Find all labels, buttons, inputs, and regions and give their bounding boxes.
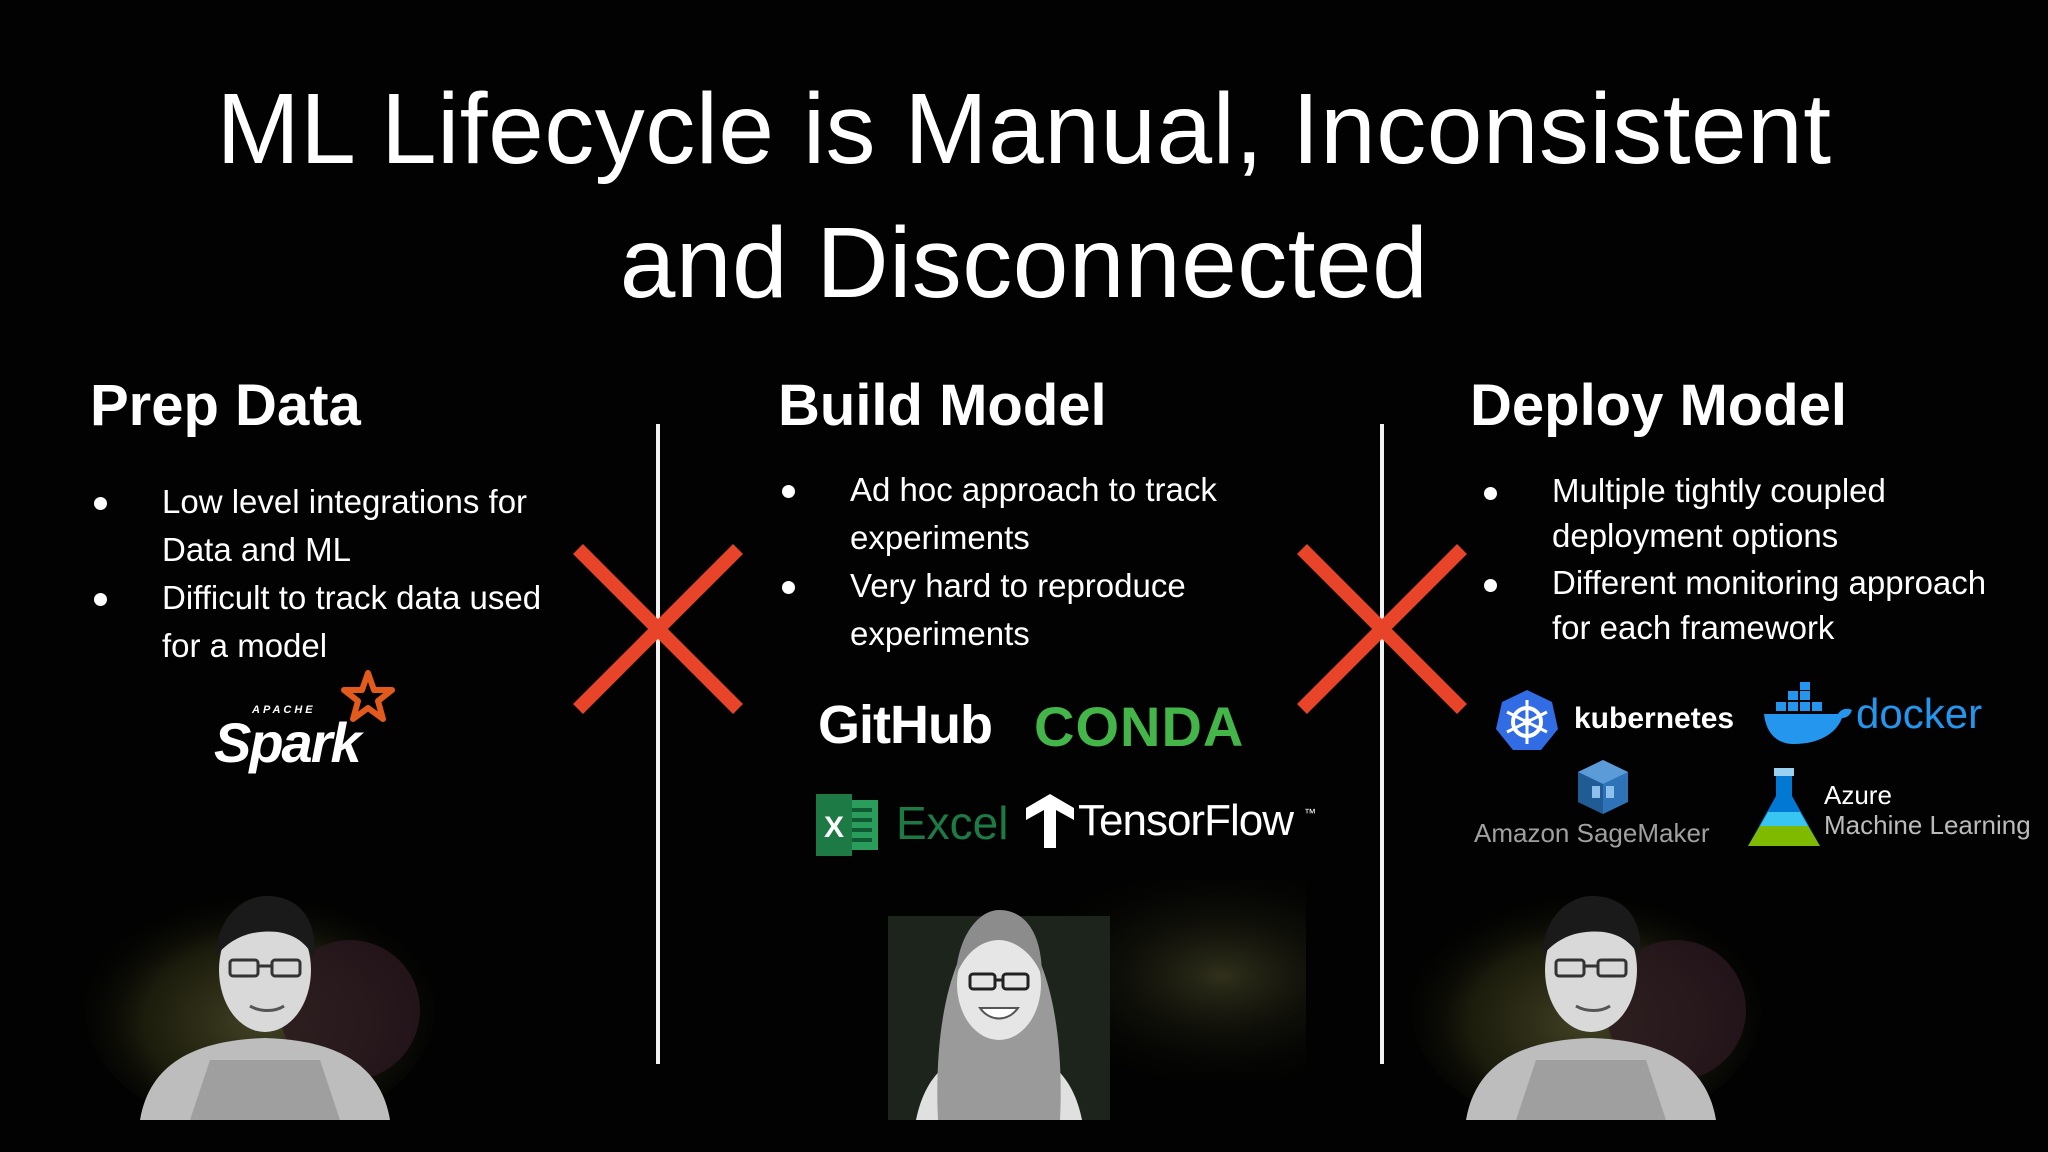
tensorflow-icon [1026, 794, 1074, 848]
conda-logo: CONDA [1034, 695, 1245, 758]
person-photo-right [1411, 890, 1761, 1120]
excel-logo: X Excel [816, 792, 1009, 858]
bullet-item: Difficult to track data used for a model [92, 574, 572, 670]
divider-left [656, 424, 660, 1064]
spark-text: Spark [214, 711, 362, 774]
prep-data-bullets: Low level integrations for Data and ML D… [92, 478, 572, 670]
spark-apache-text: APACHE [252, 704, 316, 716]
slide-title: ML Lifecycle is Manual, Inconsistent and… [0, 62, 2048, 330]
azure-text: Azure [1824, 780, 1892, 810]
heading-deploy-model: Deploy Model [1470, 373, 1848, 438]
excel-icon: X [816, 794, 878, 856]
docker-text: docker [1856, 690, 1983, 737]
excel-text: Excel [896, 797, 1009, 849]
bullet-item: Multiple tightly coupled deployment opti… [1482, 468, 2022, 558]
cross-icon [1297, 544, 1467, 714]
spark-logo: APACHE Spark [210, 670, 400, 774]
title-line-1: ML Lifecycle is Manual, Inconsistent [216, 73, 1832, 185]
azure-ml-logo: Azure Machine Learning [1746, 768, 2036, 858]
github-logo: GitHub [818, 695, 993, 755]
azure-flask-icon [1748, 768, 1820, 846]
bullet-item: Low level integrations for Data and ML [92, 478, 572, 574]
docker-logo: docker [1762, 682, 2002, 752]
svg-text:X: X [824, 811, 844, 844]
kubernetes-wheel-icon [1496, 690, 1558, 750]
sagemaker-logo: Amazon SageMaker [1474, 758, 1734, 854]
title-line-2: and Disconnected [619, 207, 1429, 319]
heading-build-model: Build Model [778, 373, 1107, 438]
spark-star-icon [341, 670, 395, 722]
cross-icon [573, 544, 743, 714]
person-photo-center [886, 880, 1306, 1120]
bullet-item: Very hard to reproduce experiments [780, 562, 1260, 658]
kubernetes-logo: kubernetes [1494, 688, 1734, 754]
sagemaker-text: Amazon SageMaker [1474, 818, 1710, 848]
heading-prep-data: Prep Data [90, 373, 361, 438]
kubernetes-text: kubernetes [1574, 702, 1735, 735]
tensorflow-text: TensorFlow [1078, 796, 1294, 845]
sagemaker-cube-icon [1578, 760, 1628, 814]
person-photo-left [85, 890, 435, 1120]
divider-right [1380, 424, 1384, 1064]
tensorflow-logo: TensorFlow ™ [1026, 790, 1326, 860]
azure-ml-text: Machine Learning [1824, 810, 2031, 840]
bullet-item: Different monitoring approach for each f… [1482, 560, 2022, 650]
build-model-bullets: Ad hoc approach to track experiments Ver… [780, 466, 1260, 658]
docker-whale-icon [1764, 682, 1852, 744]
deploy-model-bullets: Multiple tightly coupled deployment opti… [1482, 468, 2022, 650]
bullet-item: Ad hoc approach to track experiments [780, 466, 1260, 562]
tensorflow-tm: ™ [1304, 806, 1316, 820]
